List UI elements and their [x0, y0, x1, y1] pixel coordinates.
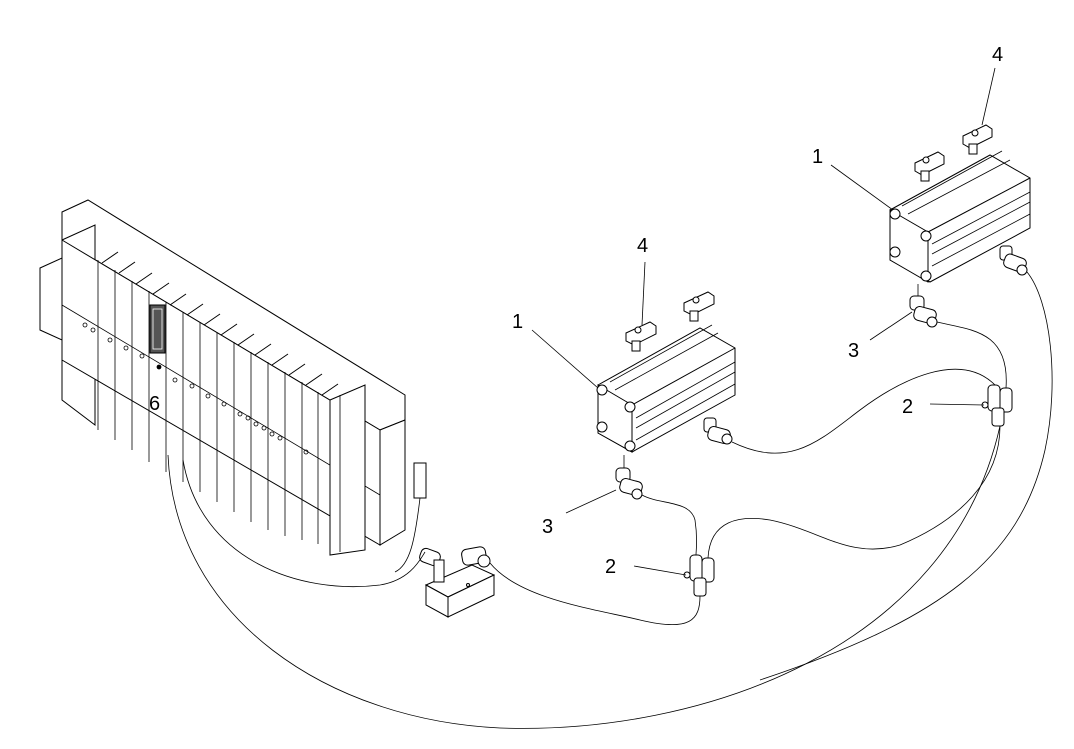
sensor-bracket-right-b — [962, 124, 993, 155]
elbow-fitting-right — [909, 284, 938, 328]
sensor-bracket-left-b — [683, 291, 715, 322]
valve-manifold — [39, 199, 427, 556]
callout-3-right: 3 — [848, 340, 859, 362]
callout-1-left: 1 — [512, 311, 523, 333]
callout-4-left: 4 — [637, 235, 648, 257]
leader-lines — [531, 67, 996, 576]
pneumatic-cylinder-right — [889, 150, 1031, 283]
side-connector — [413, 462, 427, 499]
pneumatic-cylinder-left — [596, 324, 736, 453]
y-fitting-right — [981, 384, 1013, 427]
junction-block — [419, 546, 496, 618]
callout-2-right: 2 — [902, 396, 913, 418]
elbow-fitting-left — [615, 455, 643, 500]
sensor-bracket-left-a — [625, 321, 657, 352]
sensor-bracket-right-a — [914, 151, 945, 182]
callout-1-right: 1 — [812, 146, 823, 168]
air-tubing — [167, 271, 1053, 729]
callout-4-right: 4 — [992, 44, 1003, 66]
callout-3-left: 3 — [542, 516, 553, 538]
valve-slices — [97, 251, 339, 544]
callout-6: 6 — [149, 393, 160, 415]
highlighted-valve-module — [149, 304, 166, 354]
y-fitting-left — [683, 554, 715, 597]
callout-2-left: 2 — [605, 556, 616, 578]
screws — [82, 322, 309, 455]
